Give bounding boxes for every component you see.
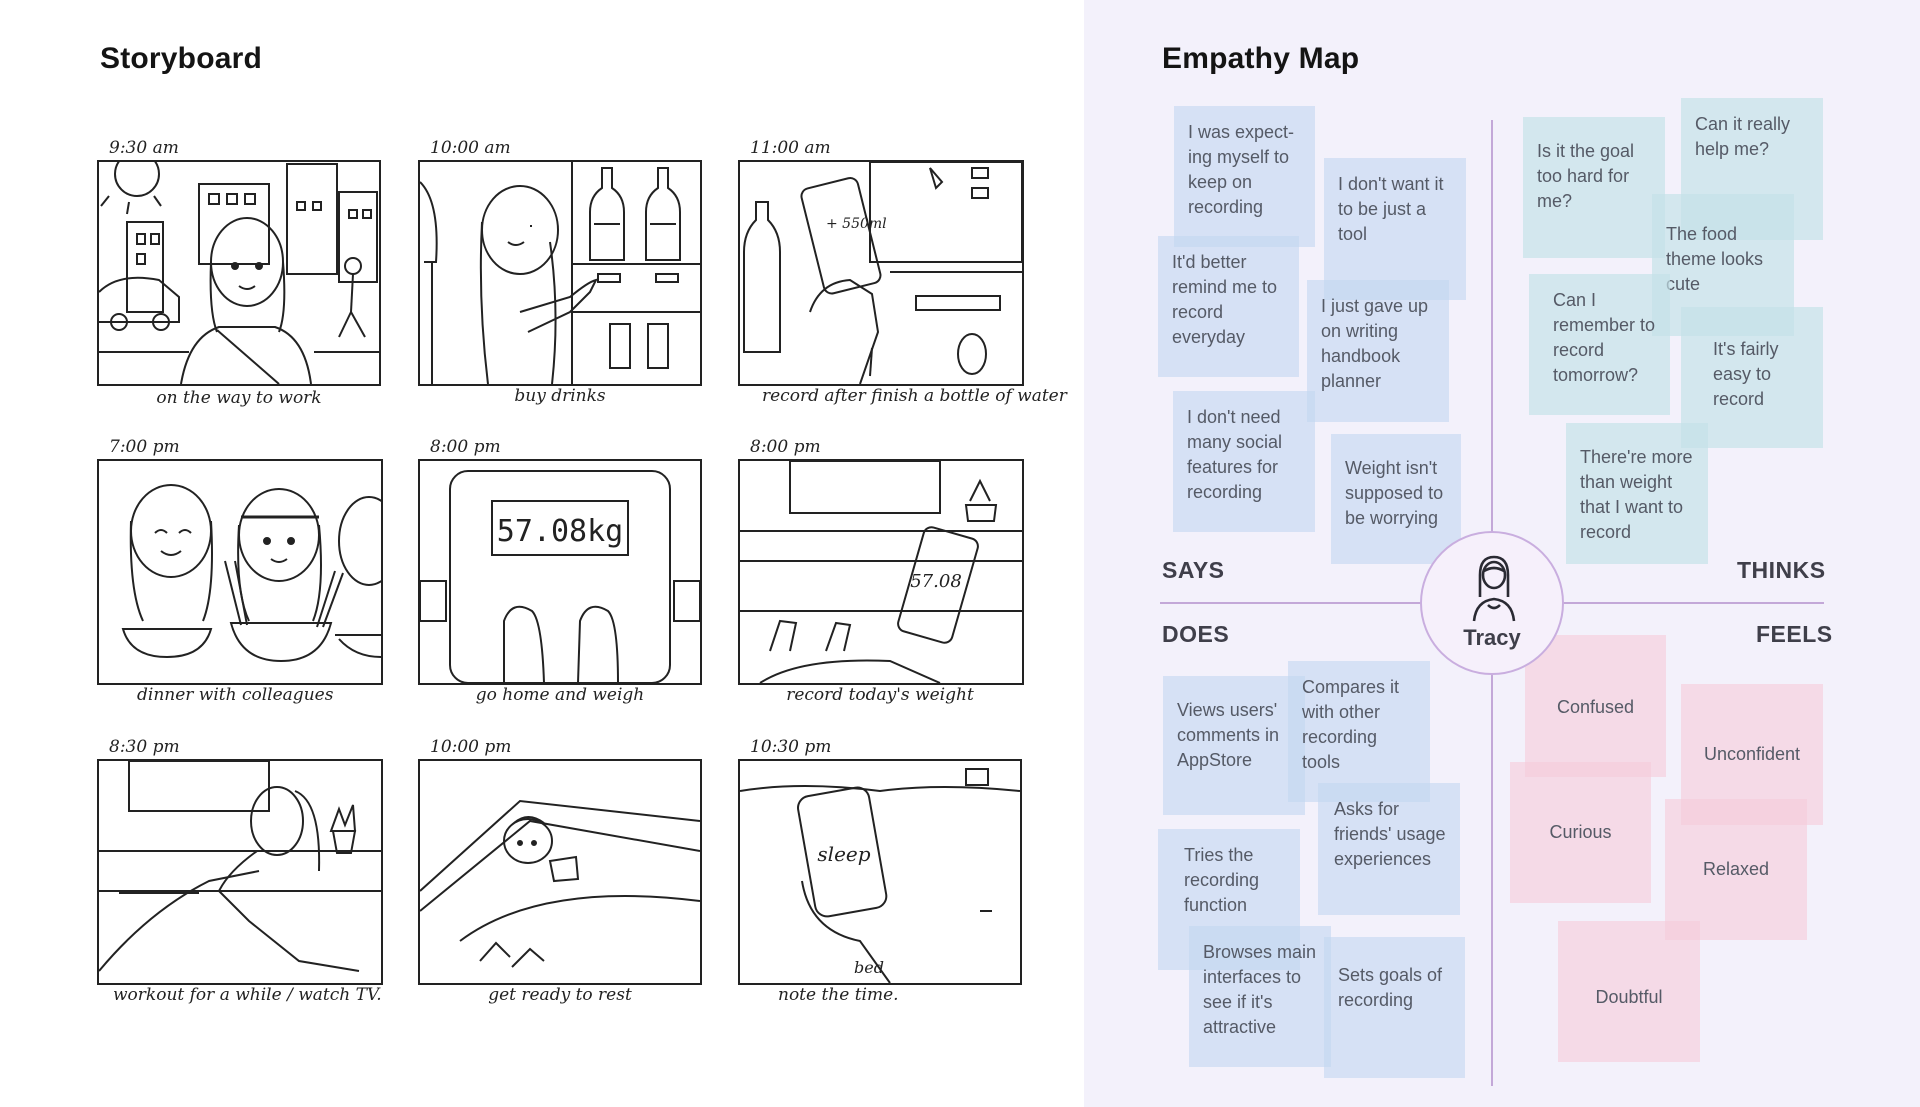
panel-time: 11:00 am [750, 138, 831, 158]
storyboard-panel-5: 8:00 pm 57.08kg go home and weigh [418, 437, 702, 712]
panel-caption: buy drinks [514, 386, 606, 406]
feels-note: Confused [1525, 635, 1666, 777]
panel-caption: workout for a while / watch TV. [113, 985, 382, 1005]
panel-caption: dinner with colleagues [137, 685, 334, 705]
says-note: Weight isn't supposed to be worrying [1331, 434, 1461, 564]
says-note: I was expect-ing myself to keep on recor… [1174, 106, 1315, 247]
storyboard-panel-3: 11:00 am + 550ml record after finish a b… [738, 138, 1067, 413]
storyboard-panel-1: 9:30 am on the way to work [97, 138, 381, 413]
panel-caption: go home and weigh [475, 685, 645, 705]
feels-label: FEELS [1756, 621, 1833, 647]
panel-time: 10:00 pm [430, 737, 512, 757]
storyboard-panel-2: 10:00 am buy drinks [418, 138, 702, 413]
storyboard-panel-8: 10:00 pm get ready to rest [418, 737, 702, 1012]
panel-caption: note the time. [778, 985, 899, 1005]
panel-time: 7:00 pm [109, 437, 180, 457]
panel-time: 8:00 pm [430, 437, 501, 457]
does-note: Browses main interfaces to see if it's a… [1189, 926, 1331, 1067]
does-note: Views users' comments in AppStore [1163, 676, 1305, 815]
says-label: SAYS [1162, 557, 1225, 583]
thinks-note: There're more than weight that I want to… [1566, 423, 1708, 564]
thinks-label: THINKS [1737, 557, 1826, 583]
panel-time: 9:30 am [109, 138, 179, 158]
empathy-map-title: Empathy Map [1162, 42, 1360, 75]
does-label: DOES [1162, 621, 1230, 647]
storyboard-panel-6: 8:00 pm 57.08 record today's weight [738, 437, 1024, 712]
panel-caption: on the way to work [156, 388, 322, 408]
storyboard-panel-4: 7:00 pm dinner with colleagues [97, 437, 397, 712]
panel-time: 8:00 pm [750, 437, 821, 457]
thinks-note: Can I remember to record tomorrow? [1529, 274, 1670, 415]
panel-sketch-commute [97, 160, 381, 386]
thinks-note: Is it the goal too hard for me? [1523, 117, 1665, 258]
persona-badge: Tracy [1420, 531, 1564, 675]
scale-readout: 57.08kg [497, 514, 623, 549]
storyboard-panel-7: 8:30 pm workout for a while / watch TV. [97, 737, 407, 1012]
panel-caption: record after finish a bottle of water [762, 386, 1067, 406]
annotation-text: bed [854, 958, 884, 977]
does-note: Asks for friends' usage experiences [1318, 783, 1460, 915]
storyboard-panel-9: 10:30 pm sleep bed note the time. [738, 737, 1022, 1012]
panel-time: 10:00 am [430, 138, 511, 158]
panel-sketch-record-water: + 550ml [738, 160, 1024, 386]
does-note: Compares it with other recording tools [1288, 661, 1430, 802]
panel-sketch-sleep: sleep bed [738, 759, 1022, 985]
phone-screen-text: + 550ml [826, 216, 887, 232]
persona-name: Tracy [1463, 625, 1521, 650]
does-note: Sets goals of recording [1324, 937, 1465, 1078]
feels-note: Curious [1510, 762, 1651, 903]
panel-sketch-workout [97, 759, 383, 985]
panel-caption: record today's weight [786, 685, 974, 705]
person-icon [1472, 555, 1516, 622]
panel-sketch-bed [418, 759, 702, 985]
phone-screen-text: 57.08 [910, 571, 962, 592]
storyboard-title: Storyboard [100, 42, 263, 75]
panel-sketch-weigh: 57.08kg [418, 459, 702, 685]
feels-note: Relaxed [1665, 799, 1807, 940]
panel-time: 10:30 pm [750, 737, 832, 757]
panel-sketch-drinks [418, 160, 702, 386]
says-note: I don't need many social features for re… [1173, 391, 1315, 532]
feels-note: Doubtful [1558, 921, 1700, 1062]
panel-caption: get ready to rest [488, 985, 632, 1005]
panel-sketch-record-weight: 57.08 [738, 459, 1024, 685]
says-note: I just gave up on writing handbook plann… [1307, 280, 1449, 422]
says-note: I don't want it to be just a tool [1324, 158, 1466, 300]
says-note: It'd better remind me to record everyday [1158, 236, 1299, 377]
panel-sketch-dinner [97, 459, 383, 685]
panel-time: 8:30 pm [109, 737, 180, 757]
phone-screen-text: sleep [817, 842, 870, 866]
